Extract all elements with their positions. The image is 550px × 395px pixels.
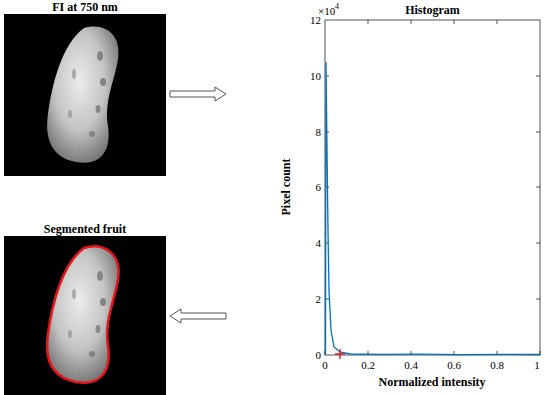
fruit-image: [47, 246, 118, 382]
axes-box: [325, 20, 540, 355]
segment-outline: [47, 246, 118, 382]
tick-label: 10: [310, 70, 321, 82]
image-ground: [4, 236, 166, 395]
tick-label: 1: [534, 359, 540, 371]
axis-exponent: 4: [335, 1, 339, 13]
panel-title: Segmented fruit: [4, 222, 166, 236]
chart-panel: Histogram: [228, 0, 546, 392]
flow-arrow: [170, 87, 226, 101]
tick-label: 8: [316, 126, 322, 138]
tick-label: 6: [316, 181, 322, 193]
panel-title: FI at 750 nm: [4, 0, 166, 14]
axis-title: Pixel count: [280, 159, 292, 216]
tick-label: 4: [316, 237, 322, 249]
histogram-curve: [326, 62, 541, 355]
tick-label: 2: [316, 293, 322, 305]
axis-title: Normalized intensity: [379, 376, 486, 388]
threshold-marker: [335, 349, 345, 359]
tick-marks: [325, 20, 540, 355]
image-panel: Segmented fruit: [4, 222, 166, 395]
flow-arrow: [170, 309, 226, 323]
tick-label: 0.4: [404, 359, 418, 371]
panel-title: Histogram: [325, 3, 540, 17]
image-ground: [4, 14, 166, 176]
axis-multiplier: ×10: [318, 5, 335, 17]
tick-label: 0: [316, 349, 322, 361]
image-panel: FI at 750 nm: [4, 0, 166, 176]
fruit-image: [47, 26, 118, 162]
tick-label: 0: [322, 359, 328, 371]
tick-label: 0.8: [490, 359, 504, 371]
tick-label: 0.2: [361, 359, 375, 371]
tick-label: 0.6: [447, 359, 461, 371]
